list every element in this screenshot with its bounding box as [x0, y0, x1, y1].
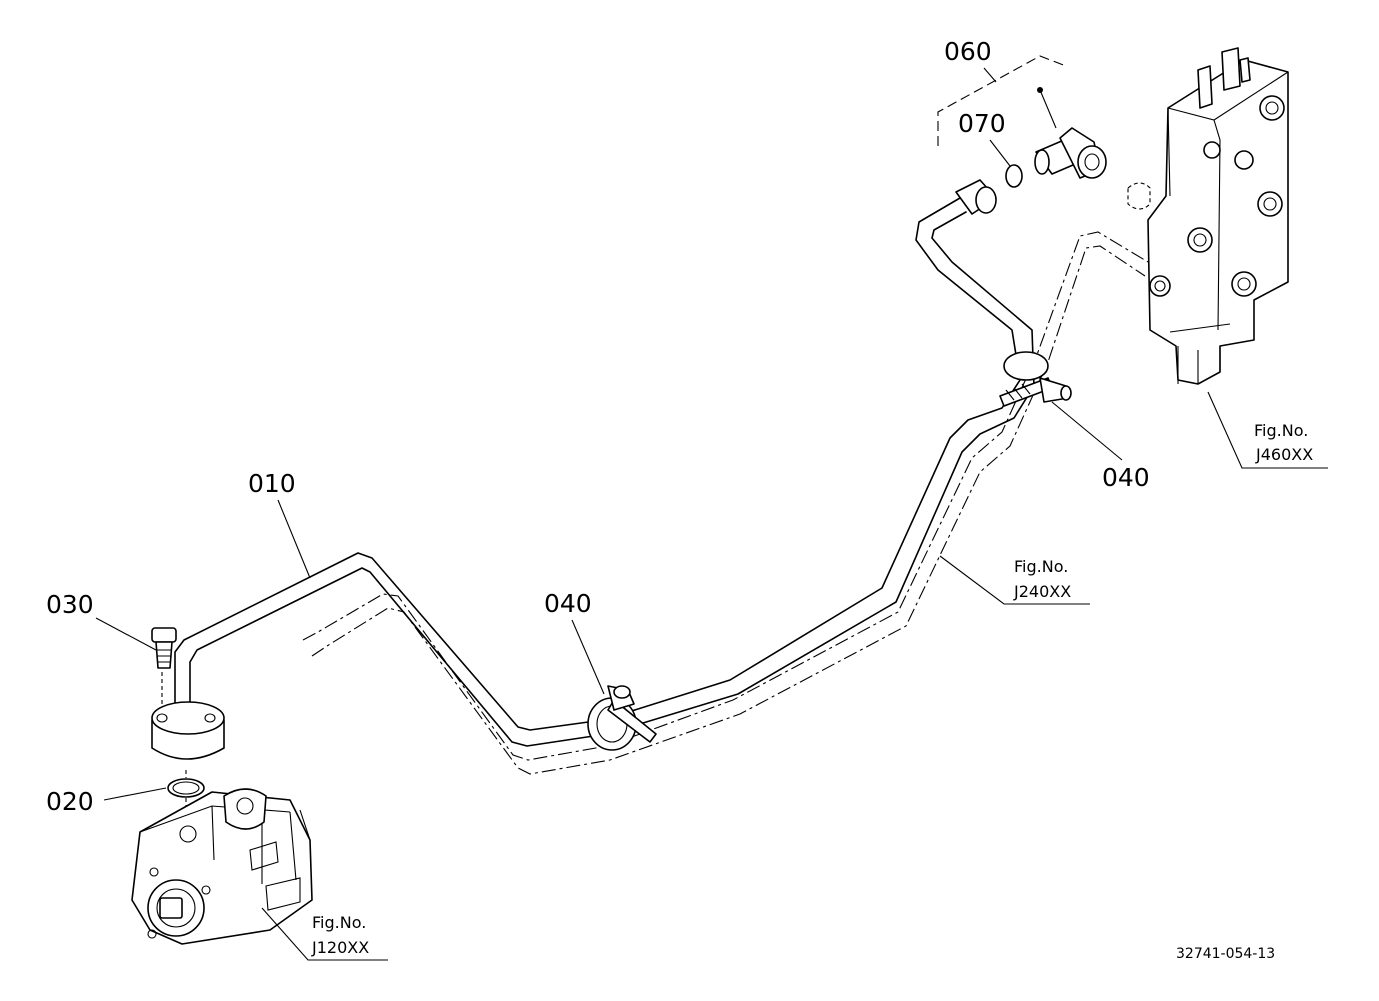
elbow-fitting-060	[1034, 127, 1107, 179]
ref-pump-line1: Fig.No.	[312, 913, 366, 932]
callout-020: 020	[46, 787, 94, 816]
pipe-010	[174, 197, 1035, 747]
ref-valve-line1: Fig.No.	[1254, 421, 1308, 440]
callout-060: 060	[944, 37, 992, 66]
ref-pipe-line2: J240XX	[1013, 582, 1071, 601]
callout-070: 070	[958, 109, 1006, 138]
callout-040-left: 040	[544, 589, 592, 618]
flange-block	[151, 701, 225, 760]
clamp-040-left	[587, 685, 657, 751]
return-pipe-reference	[302, 231, 1149, 775]
pipe-nut	[955, 179, 997, 215]
elbow-hidden-outline	[1127, 182, 1151, 210]
clamp-040-right	[999, 351, 1072, 407]
ref-valve-line2: J460XX	[1255, 445, 1313, 464]
bolt-030	[151, 627, 177, 712]
callout-010: 010	[248, 469, 296, 498]
callout-030: 030	[46, 590, 94, 619]
ref-pump-line2: J120XX	[311, 938, 369, 957]
kit-060-bracket	[937, 55, 1067, 146]
drawing-number: 32741-054-13	[1176, 946, 1275, 962]
control-valve	[1147, 47, 1289, 385]
ref-pipe-line1: Fig.No.	[1014, 557, 1068, 576]
callout-040-right: 040	[1102, 463, 1150, 492]
oring-070	[1005, 164, 1023, 188]
leader-lines	[95, 67, 1328, 961]
hydraulic-pump	[131, 788, 313, 945]
oring-020	[167, 770, 205, 830]
